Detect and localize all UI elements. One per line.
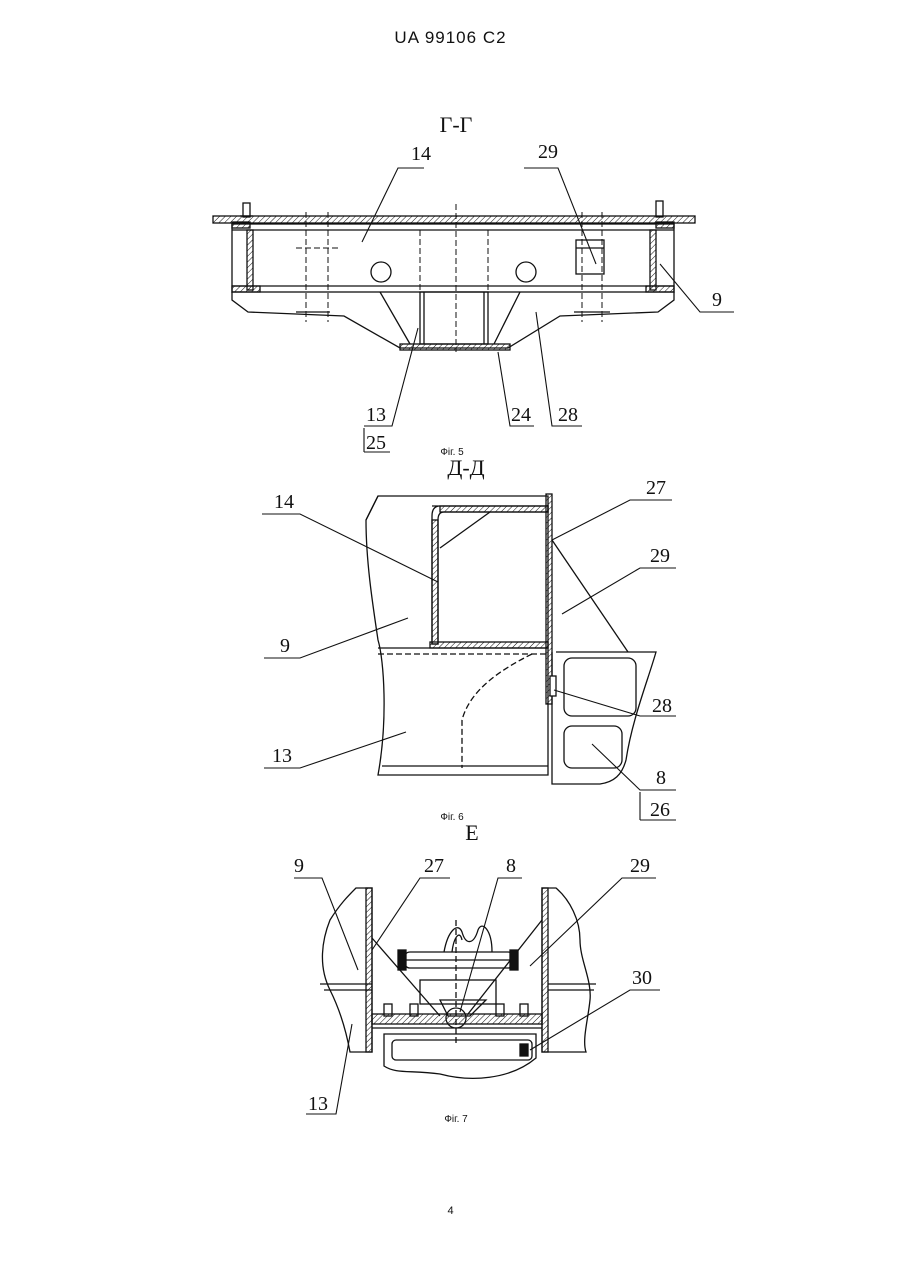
fig7-label-9: 9: [294, 855, 304, 877]
fig7-label-27: 27: [424, 855, 444, 877]
fig5-label-29: 29: [538, 141, 558, 163]
fig5-label-24: 24: [511, 404, 531, 426]
fig5-section-title: Г-Г: [440, 112, 473, 137]
fig6-label-27: 27: [646, 477, 666, 499]
fig7-label-29: 29: [630, 855, 650, 877]
figure-7: Е: [294, 820, 660, 1125]
fig5-label-9: 9: [712, 289, 722, 311]
fig5-label-14: 14: [411, 143, 431, 165]
figure-5: Г-Г: [213, 112, 734, 458]
fig7-label-13: 13: [308, 1093, 328, 1115]
fig6-label-29: 29: [650, 545, 670, 567]
fig6-label-28: 28: [652, 695, 672, 717]
fig7-label-8: 8: [506, 855, 516, 877]
page-number: 4: [0, 1205, 901, 1217]
fig7-drawing: [320, 888, 596, 1078]
fig5-label-28: 28: [558, 404, 578, 426]
figure-6: Д-Д: [262, 455, 676, 823]
fig6-label-8: 8: [656, 767, 666, 789]
fig6-label-26: 26: [650, 799, 670, 821]
fig6-section-title: Д-Д: [447, 455, 484, 480]
fig7-label-30: 30: [632, 967, 652, 989]
fig5-label-25: 25: [366, 432, 386, 454]
fig6-caption: Фіг. 6: [440, 812, 464, 823]
fig5-label-13: 13: [366, 404, 386, 426]
fig7-caption: Фіг. 7: [444, 1114, 468, 1125]
fig6-label-14: 14: [274, 491, 294, 513]
fig6-label-9: 9: [280, 635, 290, 657]
fig6-label-13: 13: [272, 745, 292, 767]
fig7-section-title: Е: [465, 820, 478, 845]
fig6-drawing: [366, 494, 656, 784]
fig5-drawing: [213, 201, 695, 352]
